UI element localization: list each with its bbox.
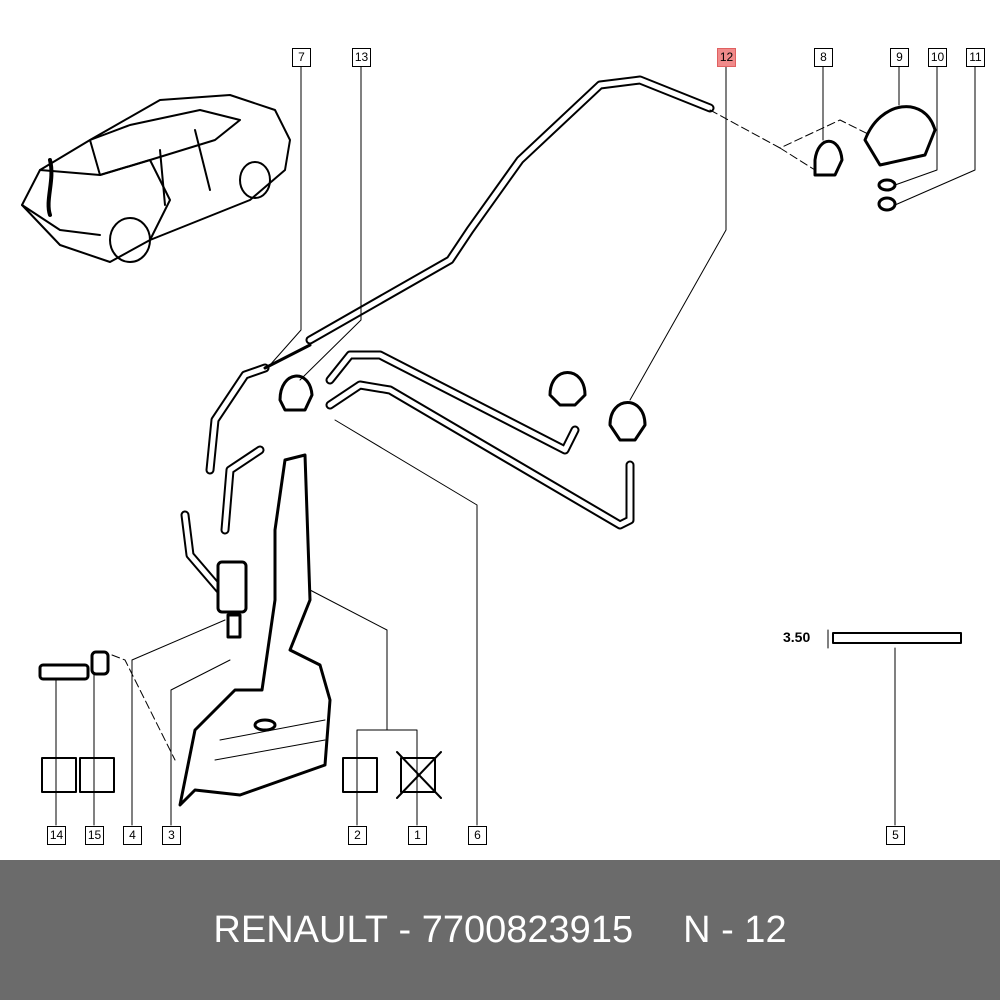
callout-13[interactable]: 13 bbox=[352, 48, 371, 67]
car-illustration bbox=[21, 94, 291, 263]
callout-10[interactable]: 10 bbox=[928, 48, 947, 67]
callout-3[interactable]: 3 bbox=[162, 826, 181, 845]
separator: - bbox=[387, 908, 422, 951]
parts-diagram bbox=[21, 66, 976, 826]
callout-4[interactable]: 4 bbox=[123, 826, 142, 845]
fitting-symbols bbox=[41, 751, 442, 799]
callout-15[interactable]: 15 bbox=[85, 826, 104, 845]
callout-5[interactable]: 5 bbox=[886, 826, 905, 845]
washer-jets bbox=[278, 105, 937, 442]
hose-rear bbox=[305, 75, 715, 345]
reference: N - 12 bbox=[683, 908, 787, 951]
callout-9[interactable]: 9 bbox=[890, 48, 909, 67]
callout-11[interactable]: 11 bbox=[966, 48, 985, 67]
brand-name: RENAULT bbox=[213, 908, 388, 951]
part-number: 7700823915 bbox=[421, 908, 634, 951]
dimension-bar bbox=[827, 629, 962, 649]
dimension-label: 3.50 bbox=[783, 629, 811, 645]
leader-lines bbox=[55, 66, 976, 826]
callout-14[interactable]: 14 bbox=[47, 826, 66, 845]
fixing-parts bbox=[38, 650, 110, 681]
callout-2[interactable]: 2 bbox=[348, 826, 367, 845]
callout-7[interactable]: 7 bbox=[292, 48, 311, 67]
footer-banner: RENAULT - 7700823915 N - 12 bbox=[0, 860, 1000, 1000]
callout-8[interactable]: 8 bbox=[814, 48, 833, 67]
callout-1[interactable]: 1 bbox=[408, 826, 427, 845]
hose-front bbox=[180, 343, 635, 595]
callout-12-highlighted[interactable]: 12 bbox=[717, 48, 736, 67]
washer-reservoir bbox=[178, 453, 332, 807]
callout-6[interactable]: 6 bbox=[468, 826, 487, 845]
